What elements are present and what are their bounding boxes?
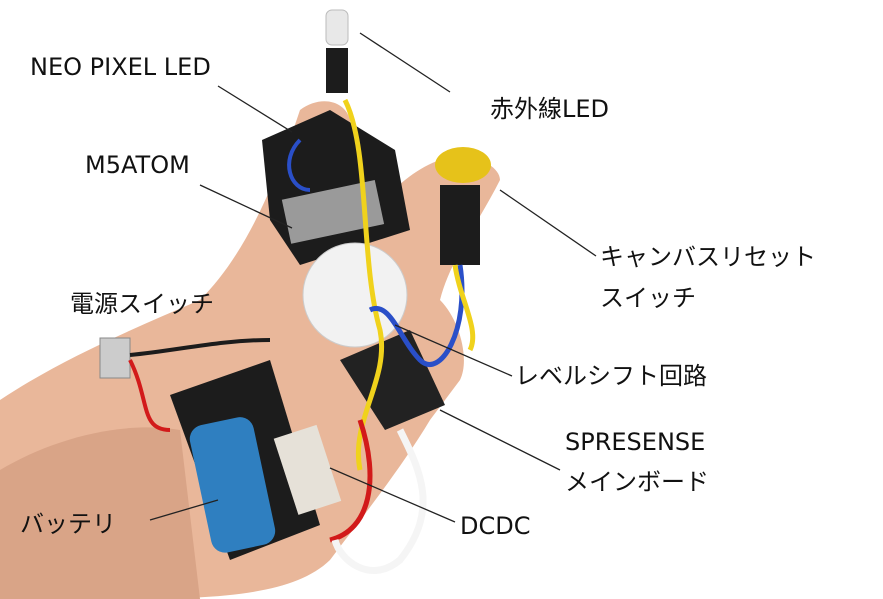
hand-shadow <box>0 427 200 599</box>
label-power-switch: 電源スイッチ <box>70 290 214 318</box>
label-infrared-led: 赤外線LED <box>490 95 610 123</box>
label-spresense-1: SPRESENSE <box>565 428 706 456</box>
label-canvas-reset-switch-2: スイッチ <box>600 284 696 312</box>
battery-cell <box>189 417 276 553</box>
label-spresense-2: メインボード <box>565 468 709 496</box>
infrared-led-body <box>325 9 349 46</box>
leader-lines <box>149 32 597 523</box>
m5atom-module <box>281 180 385 244</box>
label-neo-pixel-led: NEO PIXEL LED <box>30 53 211 81</box>
reset-button-cap <box>435 147 491 183</box>
dcdc-module <box>273 424 342 515</box>
power-switch-body <box>99 337 131 379</box>
label-dcdc: DCDC <box>460 512 531 540</box>
level-shift-board <box>302 242 408 348</box>
reset-button-base <box>440 185 480 265</box>
label-m5atom: M5ATOM <box>85 151 190 179</box>
label-battery: バッテリ <box>20 510 116 538</box>
label-level-shift-circuit: レベルシフト回路 <box>515 362 707 390</box>
label-canvas-reset-switch-1: キャンバスリセット <box>600 243 816 271</box>
